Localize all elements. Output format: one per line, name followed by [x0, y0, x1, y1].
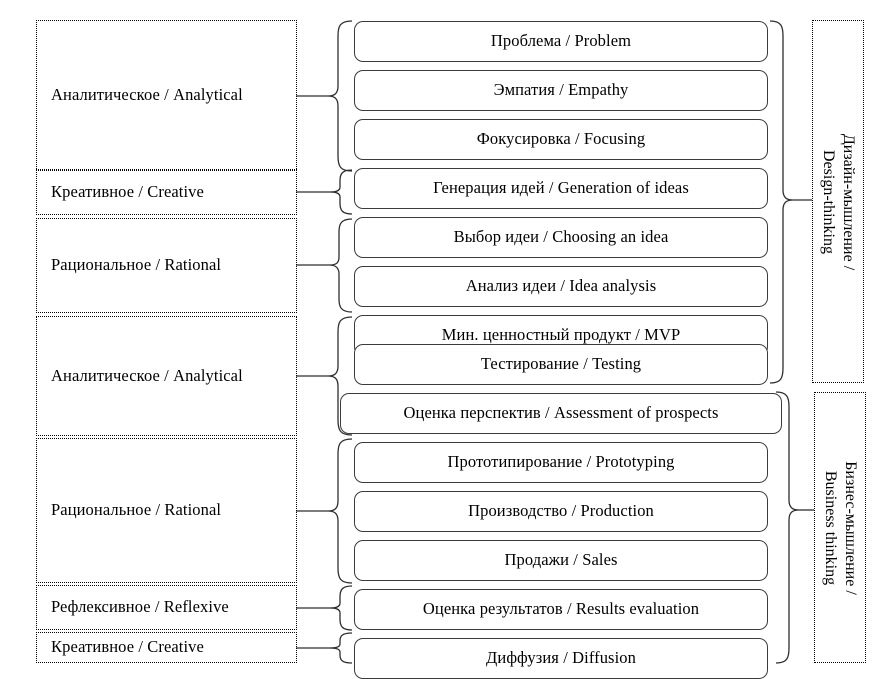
- domain-label-line2: Business thinking: [822, 470, 839, 585]
- domain-label-design-thinking: Дизайн-мышление / Design-thinking: [812, 20, 864, 383]
- step-label: Оценка перспектив / Assessment of prospe…: [403, 403, 719, 423]
- thinking-type-text: Рефлексивное / Reflexive: [51, 597, 229, 617]
- step-box-choosing-an-idea[interactable]: Выбор идеи / Choosing an idea: [354, 217, 768, 258]
- step-box-sales[interactable]: Продажи / Sales: [354, 540, 768, 581]
- step-label: Прототипирование / Prototyping: [447, 452, 675, 472]
- step-label: Оценка результатов / Results evaluation: [422, 599, 700, 619]
- step-label: Мин. ценностный продукт / MVP: [441, 325, 681, 345]
- step-box-empathy[interactable]: Эмпатия / Empathy: [354, 70, 768, 111]
- thinking-type-label-creative-1: Креативное / Creative: [36, 169, 297, 215]
- brace-domain-1: [769, 20, 794, 384]
- domain-label-line1: Дизайн-мышление /: [840, 133, 857, 270]
- thinking-type-label-analytical-1: Аналитическое / Analytical: [36, 20, 297, 171]
- brace-group-6: [329, 585, 353, 631]
- step-box-focusing[interactable]: Фокусировка / Focusing: [354, 119, 768, 160]
- brace-group-1: [327, 20, 353, 172]
- brace-group-3: [328, 218, 353, 313]
- thinking-type-label-reflexive: Рефлексивное / Reflexive: [36, 585, 297, 630]
- thinking-type-text: Креативное / Creative: [51, 181, 204, 201]
- domain-label-line2: Design-thinking: [820, 149, 837, 254]
- step-label: Анализ идеи / Idea analysis: [465, 276, 657, 296]
- step-label: Проблема / Problem: [490, 31, 632, 51]
- thinking-type-text: Рациональное / Rational: [51, 255, 222, 275]
- step-label: Продажи / Sales: [504, 550, 618, 570]
- thinking-type-label-rational-1: Рациональное / Rational: [36, 218, 297, 313]
- domain-label-text: Дизайн-мышление / Design-thinking: [818, 133, 858, 269]
- step-label: Диффузия / Diffusion: [486, 648, 636, 668]
- step-label: Тестирование / Testing: [480, 354, 642, 374]
- step-box-prototyping[interactable]: Прототипирование / Prototyping: [354, 442, 768, 483]
- thinking-type-text: Рациональное / Rational: [51, 500, 222, 520]
- thinking-type-label-rational-2: Рациональное / Rational: [36, 438, 297, 583]
- step-box-problem[interactable]: Проблема / Problem: [354, 21, 768, 62]
- thinking-type-label-analytical-2: Аналитическое / Analytical: [36, 316, 297, 436]
- step-box-diffusion[interactable]: Диффузия / Diffusion: [354, 638, 768, 679]
- step-box-testing[interactable]: Тестирование / Testing: [354, 344, 768, 385]
- step-label: Выбор идеи / Choosing an idea: [453, 227, 669, 247]
- step-label: Фокусировка / Focusing: [476, 129, 646, 149]
- step-box-assessment-of-prospects[interactable]: Оценка перспектив / Assessment of prospe…: [340, 393, 782, 434]
- brace-group-2: [329, 169, 353, 215]
- step-box-idea-analysis[interactable]: Анализ идеи / Idea analysis: [354, 266, 768, 307]
- thinking-type-text: Аналитическое / Analytical: [51, 85, 243, 105]
- thinking-type-text: Аналитическое / Analytical: [51, 365, 243, 385]
- step-label: Эмпатия / Empathy: [493, 80, 629, 100]
- domain-label-business-thinking: Бизнес-мышление / Business thinking: [814, 392, 866, 663]
- thinking-type-text: Креативное / Creative: [51, 637, 204, 657]
- brace-group-5: [327, 438, 353, 584]
- brace-group-7: [329, 632, 353, 664]
- thinking-type-label-creative-2: Креативное / Creative: [36, 632, 297, 663]
- domain-label-text: Бизнес-мышление / Business thinking: [820, 461, 860, 595]
- domain-label-line1: Бизнес-мышление /: [842, 460, 859, 595]
- brace-domain-2: [775, 391, 800, 664]
- step-box-generation-of-ideas[interactable]: Генерация идей / Generation of ideas: [354, 168, 768, 209]
- step-box-results-evaluation[interactable]: Оценка результатов / Results evaluation: [354, 589, 768, 630]
- step-label: Производство / Production: [468, 501, 654, 521]
- step-box-production[interactable]: Производство / Production: [354, 491, 768, 532]
- step-label: Генерация идей / Generation of ideas: [433, 178, 689, 198]
